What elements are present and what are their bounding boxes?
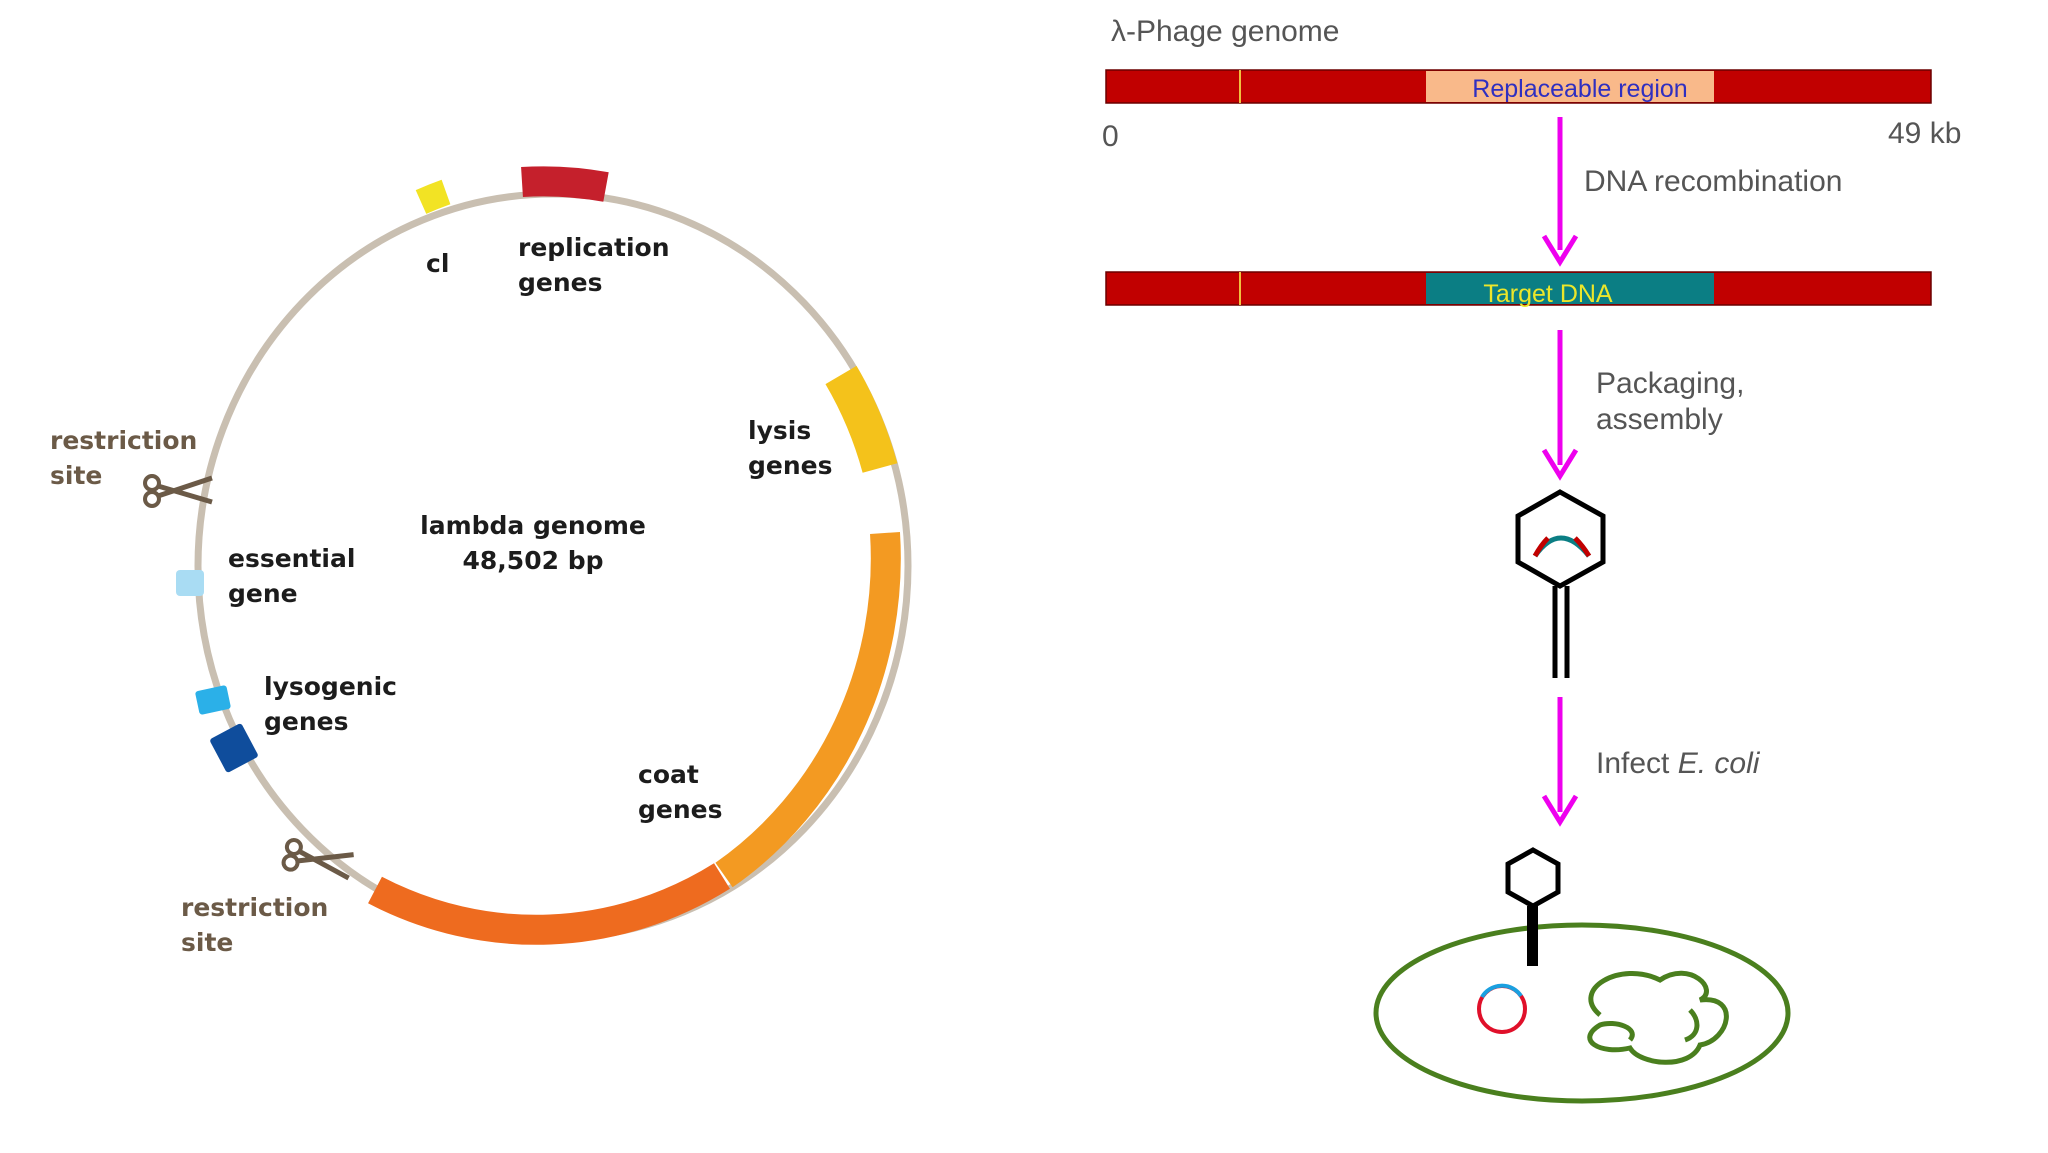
arrow-down-icon [1541, 117, 1579, 267]
replication-label-line2: genes [518, 268, 603, 297]
lysogenic-label-line1: lysogenic [264, 672, 397, 701]
essential-label-line2: gene [228, 579, 298, 608]
e-coli-cell [1373, 922, 1791, 1104]
replication-genes-segment [521, 166, 609, 202]
coat-genes-segment-lower [368, 863, 730, 945]
scissors-icon [143, 474, 213, 508]
coat-label-line1: coat [638, 760, 699, 789]
target-dna-label: Target DNA [1483, 280, 1613, 308]
lysogenic-genes-segment-dark [210, 723, 258, 773]
coat-label-line2: genes [638, 795, 723, 824]
restriction-site-top-line2: site [50, 461, 102, 490]
phage-genome-title: λ-Phage genome [1111, 15, 1340, 48]
step-dna-recombination: DNA recombination [1584, 165, 1842, 198]
lambda-genome-map: cl replication genes lysis genes lambda … [50, 166, 912, 957]
cl-label: cl [426, 249, 449, 278]
lysis-label-line1: lysis [748, 416, 811, 445]
replication-label-line1: replication [518, 233, 670, 262]
replaceable-region [1426, 71, 1714, 102]
arrow-down-icon [1541, 697, 1579, 827]
cloning-workflow: λ-Phage genome Replaceable region 0 49 k… [1102, 15, 1961, 1104]
step-packaging-line1: Packaging, [1596, 367, 1744, 400]
restriction-site-bottom-line1: restriction [181, 893, 328, 922]
lysis-genes-segment [825, 365, 898, 473]
step-packaging-line2: assembly [1596, 403, 1723, 436]
essential-gene-segment [176, 570, 204, 596]
infecting-phage-icon [1505, 847, 1561, 966]
phage-particle-icon [1515, 489, 1606, 678]
lysis-label-line2: genes [748, 451, 833, 480]
step-infect: Infect E. coli [1596, 747, 1761, 780]
bacterial-chromosome-icon [1587, 970, 1729, 1065]
scale-end: 49 kb [1888, 117, 1961, 150]
restriction-site-top-line1: restriction [50, 426, 197, 455]
restriction-site-bottom-line2: site [181, 928, 233, 957]
essential-label-line1: essential [228, 544, 355, 573]
cl-gene-segment [415, 179, 451, 214]
target-dna-region [1426, 273, 1714, 304]
coat-genes-segment-upper [715, 532, 901, 888]
genome-title: lambda genome [420, 511, 646, 540]
lysogenic-genes-segment-light [195, 685, 231, 715]
genome-size: 48,502 bp [463, 546, 604, 575]
arrow-down-icon [1541, 330, 1579, 481]
recombinant-genome-bar: Target DNA [1105, 271, 1932, 308]
phage-genome-bar: Replaceable region [1105, 69, 1932, 104]
lysogenic-label-line2: genes [264, 707, 349, 736]
replaceable-region-label: Replaceable region [1472, 75, 1687, 103]
scissors-icon [281, 837, 354, 881]
scale-start: 0 [1102, 120, 1119, 153]
